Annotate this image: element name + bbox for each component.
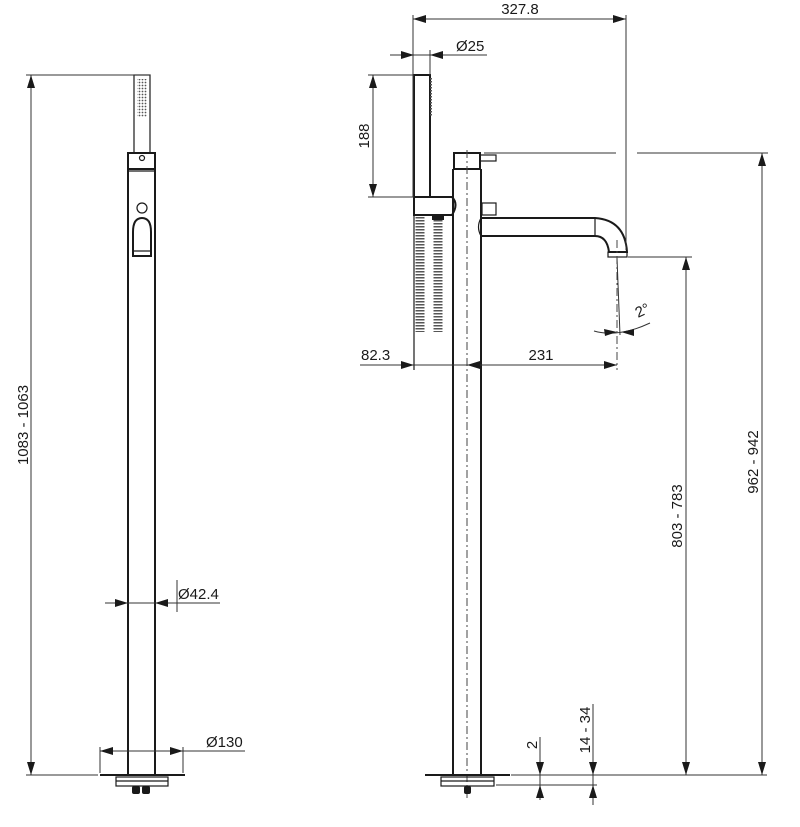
dim-handshower-length: 188	[356, 74, 414, 198]
label-handshower-diameter: Ø25	[456, 38, 484, 55]
label-handshower-length: 188	[356, 123, 373, 148]
handshower-holder	[413, 196, 457, 216]
side-view: 327.8 Ø25 188 82.3 231	[356, 1, 768, 805]
label-pipe-diameter: Ø42.4	[178, 586, 219, 603]
dim-handshower-diameter: Ø25	[390, 38, 487, 75]
dim-floor-gap: 2	[524, 737, 544, 800]
lever-hole	[136, 202, 148, 214]
dim-floor-adjustment: 14 - 34	[577, 704, 597, 805]
dim-overall-height: 1083 - 1063	[15, 74, 150, 776]
label-lever-height: 962 - 942	[745, 430, 762, 493]
label-base-diameter: Ø130	[206, 734, 243, 751]
handshower-front	[133, 74, 151, 154]
dim-horizontal-reach: 82.3 231	[360, 347, 617, 369]
dim-base-diameter: Ø130	[99, 734, 245, 773]
dim-total-reach: 327.8	[412, 1, 627, 250]
label-floor-gap: 2	[524, 741, 541, 749]
label-spout-angle: 2°	[633, 300, 653, 321]
handle-front	[132, 216, 152, 257]
dim-spout-height: 803 - 783	[669, 257, 690, 775]
handshower-side	[413, 74, 432, 198]
dim-spout-angle: 2°	[593, 257, 653, 336]
label-spout-reach: 231	[528, 347, 553, 364]
label-floor-adjustment: 14 - 34	[577, 707, 594, 754]
front-view: 1083 - 1063 Ø42.4 Ø130	[15, 74, 245, 794]
label-handshower-offset: 82.3	[361, 347, 390, 364]
dim-pipe-diameter: Ø42.4	[105, 580, 220, 612]
spout	[481, 217, 629, 253]
diverter-button	[481, 202, 497, 216]
label-total-reach: 327.8	[501, 1, 539, 18]
dim-lever-height: 962 - 942	[745, 153, 766, 775]
collar	[127, 152, 156, 170]
label-spout-height: 803 - 783	[669, 484, 686, 547]
label-overall-height: 1083 - 1063	[15, 385, 32, 465]
